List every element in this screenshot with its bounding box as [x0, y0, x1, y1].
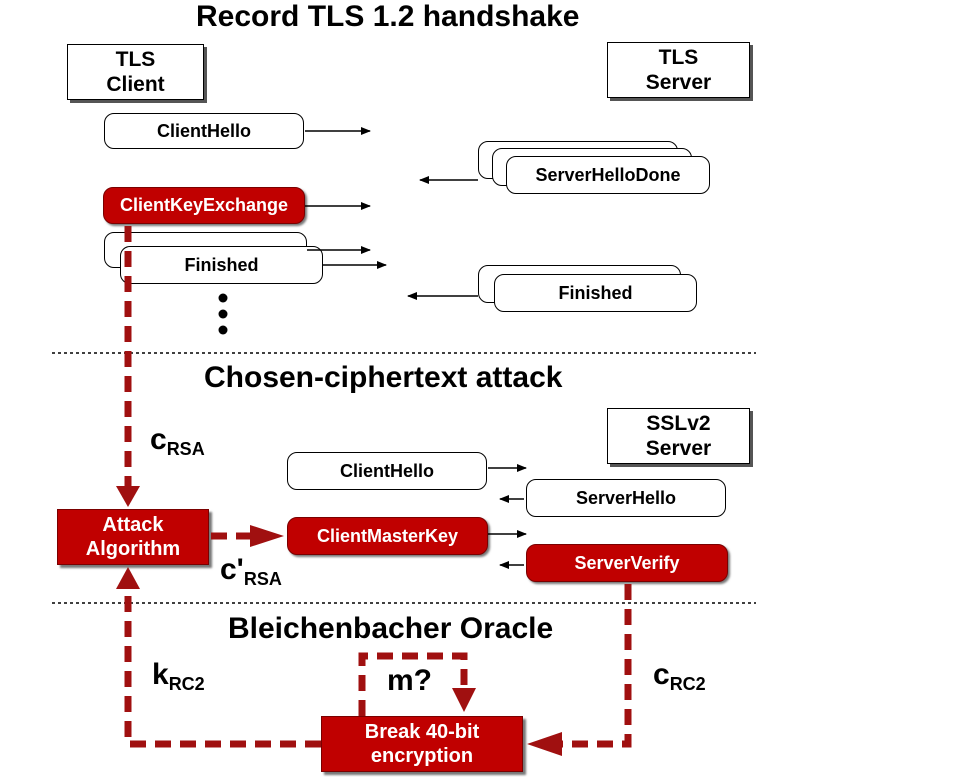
- tls-client-label-1: TLS: [115, 48, 156, 71]
- k-rc2-sub: RC2: [168, 674, 205, 694]
- client-finished-message: Finished: [120, 246, 323, 284]
- c-rc2-main: c: [653, 658, 670, 691]
- server-finished-message: Finished: [494, 274, 697, 312]
- c-rc2-sub: RC2: [669, 674, 706, 694]
- dashed-path-c-rc2: [560, 584, 632, 748]
- break-encryption-label-1: Break 40-bit: [364, 721, 480, 743]
- c-prime-rsa-label: c'RSA: [220, 553, 282, 590]
- handshake-title: Record TLS 1.2 handshake: [196, 0, 580, 33]
- c-rc2-label: cRC2: [653, 658, 706, 695]
- sslv2-server-hello-message: ServerHello: [526, 479, 726, 517]
- c-rsa-main: c: [150, 423, 167, 456]
- client-master-key-message: ClientMasterKey: [287, 517, 488, 555]
- attack-algorithm-label-2: Algorithm: [85, 538, 181, 560]
- tls-client-box: TLS Client: [67, 44, 204, 100]
- arrowhead-c-rc2: [527, 732, 562, 756]
- c-prime-rsa-sub: RSA: [243, 569, 282, 589]
- tls-client-hello-message: ClientHello: [104, 113, 304, 149]
- sslv2-server-label-2: Server: [645, 437, 712, 460]
- oracle-title: Bleichenbacher Oracle: [228, 612, 554, 645]
- attack-algorithm-label-1: Attack: [102, 514, 164, 536]
- tls-server-box: TLS Server: [607, 42, 750, 98]
- break-encryption-label-2: encryption: [370, 745, 474, 767]
- k-rc2-main: k: [152, 658, 169, 691]
- server-verify-message: ServerVerify: [526, 544, 728, 582]
- arrowhead-k-rc2: [116, 567, 140, 589]
- attack-algorithm-box: Attack Algorithm: [57, 509, 209, 565]
- arrowhead-c-rsa: [116, 486, 140, 507]
- attack-title: Chosen-ciphertext attack: [204, 361, 563, 394]
- sslv2-server-box: SSLv2 Server: [607, 408, 750, 464]
- dashed-path-k-rc2: [124, 588, 321, 748]
- k-rc2-label: kRC2: [152, 658, 205, 695]
- c-prime-rsa-main: c': [220, 553, 244, 586]
- tls-server-label-2: Server: [645, 71, 712, 94]
- break-encryption-box: Break 40-bit encryption: [321, 716, 523, 772]
- c-rsa-label: cRSA: [150, 423, 205, 460]
- tls-client-label-2: Client: [106, 73, 165, 96]
- tls-server-label-1: TLS: [658, 46, 699, 69]
- arrowhead-m-question: [452, 688, 476, 712]
- sslv2-client-hello-message: ClientHello: [287, 452, 487, 490]
- m-question-label: m?: [387, 664, 432, 697]
- client-key-exchange-message: ClientKeyExchange: [103, 187, 305, 224]
- sslv2-server-label-1: SSLv2: [646, 412, 711, 435]
- arrowhead-c-prime-rsa: [250, 525, 284, 547]
- dashed-path-m-question: [358, 652, 468, 716]
- ellipsis-icon: [218, 293, 228, 335]
- c-rsa-sub: RSA: [166, 439, 205, 459]
- server-hello-done-message: ServerHelloDone: [506, 156, 710, 194]
